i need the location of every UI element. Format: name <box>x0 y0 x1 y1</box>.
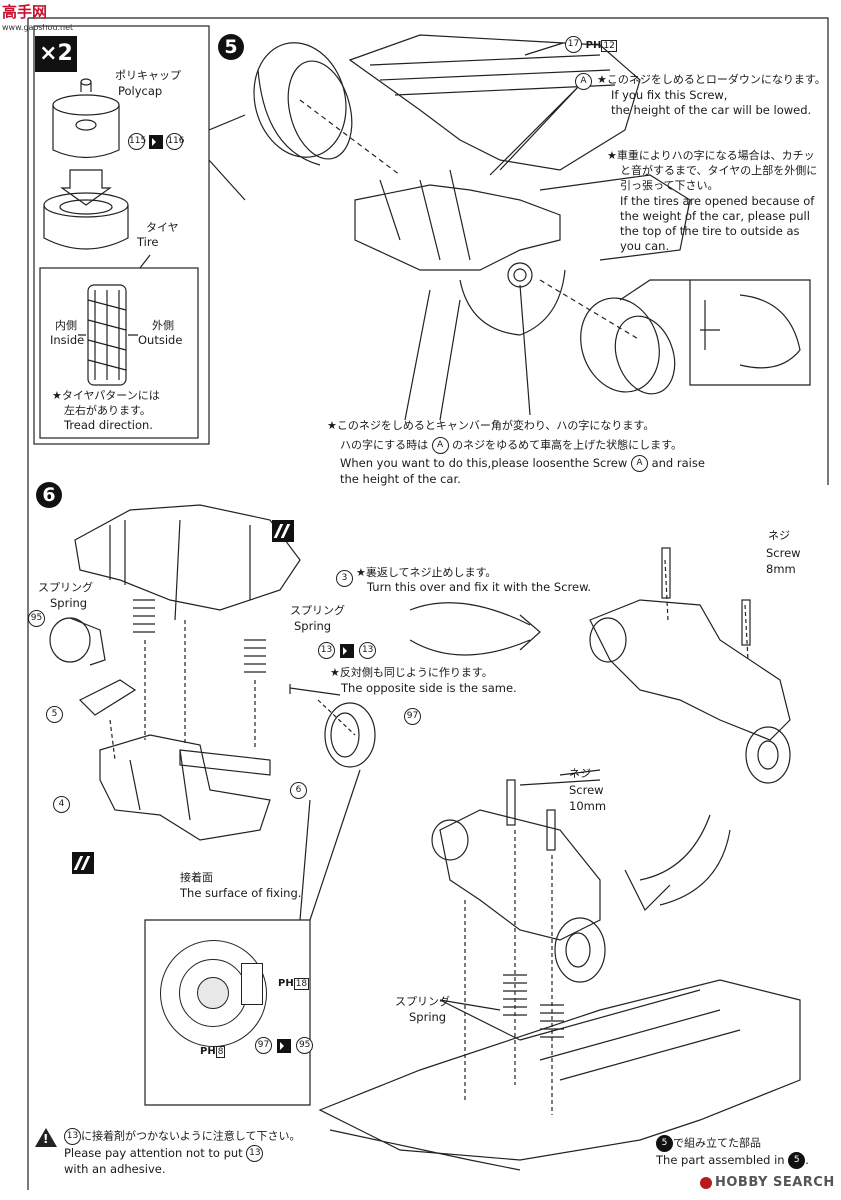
hobby-search-logo: HOBBY SEARCH <box>700 1175 835 1190</box>
note3-jp-2: ハの字にする時は A のネジをゆるめて車高を上げた状態にします。 <box>340 437 682 454</box>
pair-icon <box>340 643 355 658</box>
surface-jp: 接着面 <box>180 871 213 884</box>
spring-left-jp: スプリング <box>38 581 93 594</box>
part-115: 115 <box>128 133 146 150</box>
note3-en-2: the height of the car. <box>340 472 461 486</box>
brand-mark-icon <box>72 852 94 874</box>
note3-en-1: When you want to do this,please loosenth… <box>340 455 705 472</box>
watermark-url: www.gaoshou.net <box>2 23 74 32</box>
screw-8-jp: ネジ <box>768 529 790 542</box>
screw-10-size: 10mm <box>569 799 607 813</box>
part-97-ref: 97 <box>404 706 421 725</box>
pair-icon <box>148 134 163 149</box>
note2-en-4: you can. <box>620 239 670 253</box>
brand-mark-icon <box>272 520 294 542</box>
note2-en-2: the weight of the car, please pull <box>620 209 810 223</box>
spring-bottom-en: Spring <box>409 1010 447 1024</box>
pair-icon <box>277 1038 292 1053</box>
opposite-en: The opposite side is the same. <box>341 681 517 695</box>
opposite-jp: ★反対側も同じように作ります。 <box>330 666 493 679</box>
tire-label-en: Tire <box>137 235 159 249</box>
spring-bottom-jp: スプリング <box>395 995 450 1008</box>
screw-a-marker: A <box>575 73 592 90</box>
caution-icon: ! <box>35 1128 57 1147</box>
turn-over-en: Turn this over and fix it with the Screw… <box>367 580 592 594</box>
detail-wheel-icon <box>160 940 267 1047</box>
part-6-ref: 6 <box>290 780 307 799</box>
part-116: 116 <box>166 133 185 150</box>
screw-10-en: Screw <box>569 783 604 797</box>
screw-13-pair: 13 13 <box>318 640 377 659</box>
polycap-parts: 115 116 <box>128 133 185 150</box>
note1-en-1: If you fix this Screw, <box>611 88 728 102</box>
watermark-name: 高手网 <box>2 3 48 21</box>
surface-en: The surface of fixing. <box>180 886 302 900</box>
screw-8-en: Screw <box>766 546 801 560</box>
polycap-label-jp: ポリキャップ <box>115 69 181 82</box>
assembled-en: The part assembled in 5. <box>656 1152 809 1169</box>
screw-a-inline-en: A <box>630 455 648 472</box>
multiplier-badge: ×2 <box>35 36 77 72</box>
part-4-ref: 4 <box>53 794 70 813</box>
part-17: 17 <box>565 36 582 53</box>
note2-en-1: If the tires are opened because of <box>620 194 815 208</box>
part-5-ref: 5 <box>46 704 63 723</box>
hobby-search-icon <box>700 1176 712 1189</box>
step-6-number: 6 <box>36 482 62 508</box>
tread-note-jp-1: ★タイヤパターンには <box>52 389 160 402</box>
outside-label-jp: 外側 <box>152 319 174 332</box>
note2-jp-2: と音がするまで、タイヤの上部を外側に <box>620 164 818 177</box>
screw-10-jp: ネジ <box>569 767 591 780</box>
part-3-ref: 3 <box>336 568 353 587</box>
inside-label-en: Inside <box>50 333 85 347</box>
spring-right-en: Spring <box>294 619 332 633</box>
note3-jp-1: ★このネジをしめるとキャンバー角が変わり、ハの字になります。 <box>327 419 655 432</box>
watermark-logo: 高手网 www.gaoshou.net <box>2 4 73 36</box>
detail-parts: 97 95 <box>255 1035 314 1054</box>
part-95-ref: 95 <box>28 608 45 627</box>
note2-jp-3: 引っ張って下さい。 <box>620 179 719 192</box>
outside-label-en: Outside <box>138 333 183 347</box>
inside-label-jp: 内側 <box>55 319 77 332</box>
screw-a-inline: A <box>431 437 449 454</box>
spring-right-jp: スプリング <box>290 604 345 617</box>
screw-8-size: 8mm <box>766 562 796 576</box>
note2-jp-1: ★車重によりハの字になる場合は、カチッ <box>607 149 815 162</box>
tire-label-jp: タイヤ <box>146 221 179 234</box>
note1-jp: ★このネジをしめるとローダウンになります。 <box>597 73 826 86</box>
note2-en-3: the top of the tire to outside as <box>620 224 800 238</box>
caution-en-2: with an adhesive. <box>64 1162 166 1176</box>
spring-left-en: Spring <box>50 596 88 610</box>
step-5-number: 5 <box>218 34 244 60</box>
tread-note-en: Tread direction. <box>64 418 153 432</box>
note1-en-2: the height of the car will be lowed. <box>611 103 812 117</box>
caution-en-1: Please pay attention not to put 13 <box>64 1145 264 1162</box>
polycap-label-en: Polycap <box>118 84 163 98</box>
turn-over-jp: ★裏返してネジ止めします。 <box>356 566 497 579</box>
tread-note-jp-2: 左右があります。 <box>64 404 151 417</box>
